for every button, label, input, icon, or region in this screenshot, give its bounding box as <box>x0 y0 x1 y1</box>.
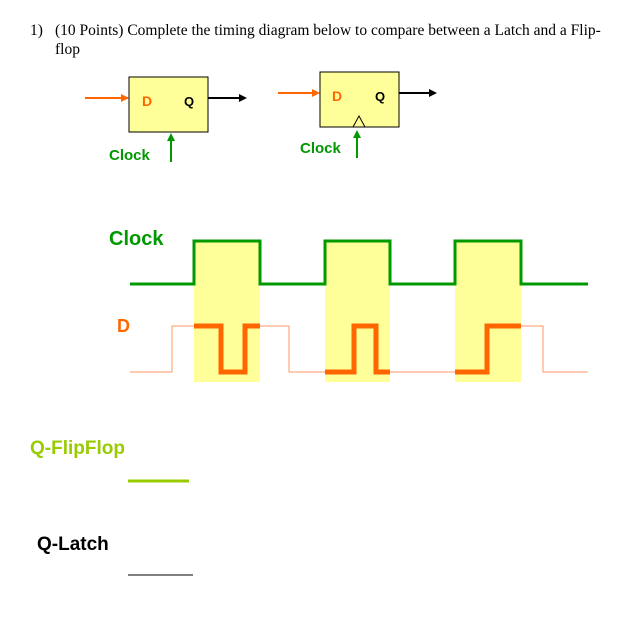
latch-d-label: D <box>142 93 152 109</box>
d-waveform-thin-1 <box>130 325 194 373</box>
ff-edge-trigger-icon <box>352 114 366 128</box>
latch-d-arrowhead <box>121 94 129 102</box>
d-waveform-thick-1 <box>194 323 260 375</box>
question-number: 1) <box>30 22 43 39</box>
q-flipflop-label: Q-FlipFlop <box>30 438 125 459</box>
clock-high-highlight-2 <box>325 241 390 382</box>
ff-d-arrowhead <box>312 89 320 97</box>
d-waveform-thin-4 <box>521 325 588 373</box>
ff-clock-arrowhead <box>353 130 361 138</box>
latch-clock-arrowhead <box>167 133 175 141</box>
d-waveform-thin-2 <box>260 325 325 373</box>
flipflop-block: D Q Clock <box>278 71 437 158</box>
latch-clock-label: Clock <box>109 147 151 164</box>
ff-q-arrowhead <box>429 89 437 97</box>
q-latch-label: Q-Latch <box>37 534 109 555</box>
clock-waveform <box>130 239 588 286</box>
timing-clock-label: Clock <box>109 228 164 250</box>
question-text: (10 Points) Complete the timing diagram … <box>55 22 601 58</box>
d-waveform-thick-3 <box>455 323 521 375</box>
latch-q-arrowhead <box>239 94 247 102</box>
ff-clock-label: Clock <box>300 140 342 157</box>
ff-q-label: Q <box>375 89 385 104</box>
timing-d-label: D <box>117 316 130 336</box>
clock-high-highlight-1 <box>194 241 260 382</box>
latch-q-label: Q <box>184 94 194 109</box>
latch-block: D Q Clock <box>85 76 247 164</box>
d-waveform-thick-2 <box>325 323 390 375</box>
ff-d-label: D <box>332 88 342 104</box>
latch-box <box>128 76 209 133</box>
